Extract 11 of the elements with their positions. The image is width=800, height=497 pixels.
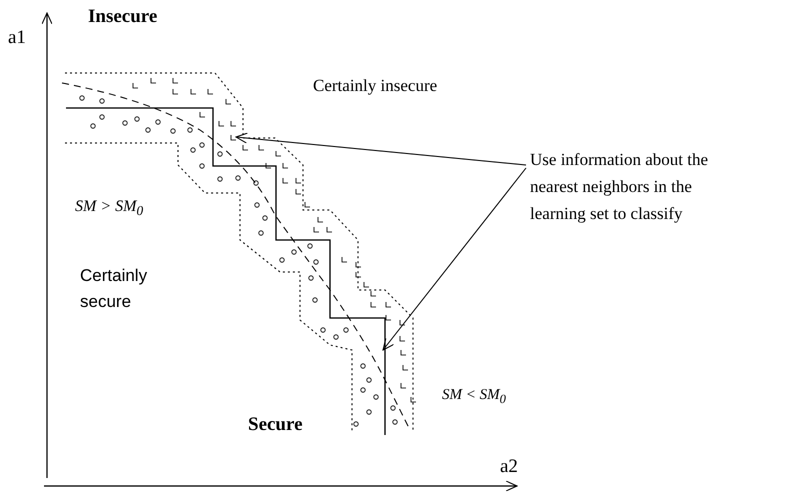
region-title: Insecure — [88, 6, 158, 28]
region-label: Certainly secure — [80, 265, 148, 313]
annotation-text: Use information about the nearest neighbors in the learning set to classify — [530, 146, 742, 227]
condition-label: SM < SM$_{0}$ — [442, 387, 506, 407]
axis-label: a2 — [500, 456, 518, 478]
region-title: Secure — [248, 414, 303, 436]
axis-label: a1 — [8, 27, 26, 49]
condition-label: SM > SM$_{0}$ — [75, 198, 144, 220]
leader-arrow — [382, 168, 526, 350]
region-label: Certainly insecure — [313, 76, 438, 96]
leader-arrow — [236, 132, 526, 166]
